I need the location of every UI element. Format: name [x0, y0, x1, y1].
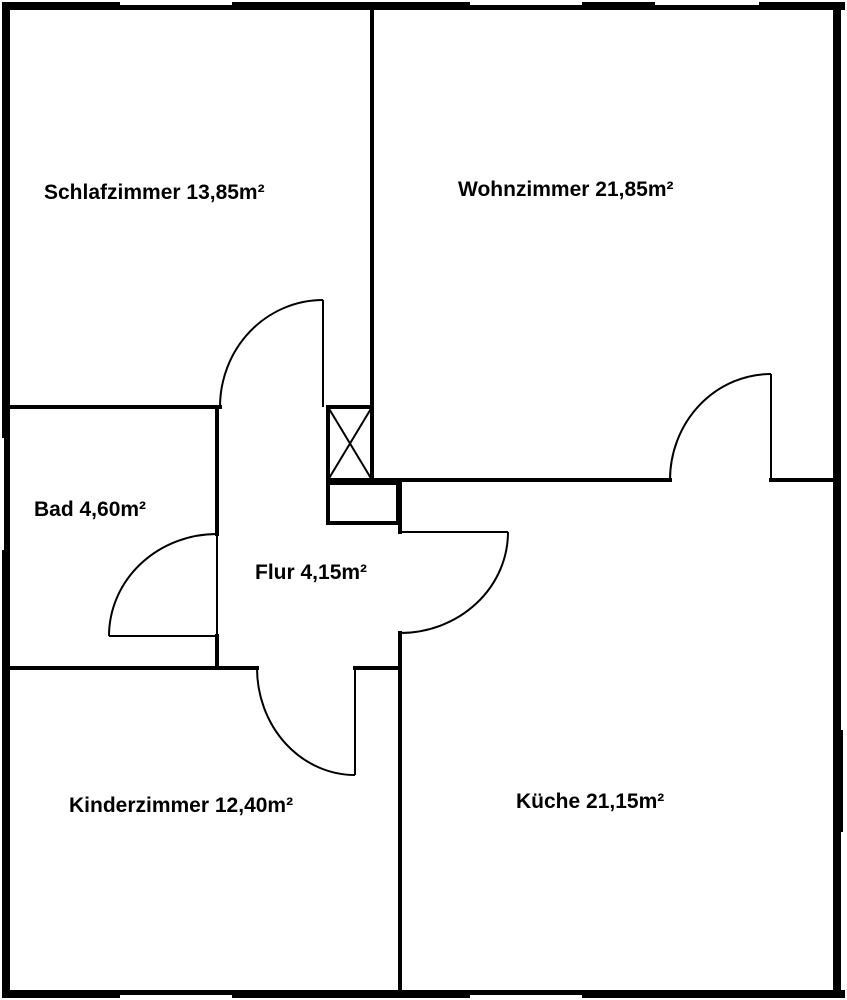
doors: [108, 299, 772, 776]
door-schlafzimmer: [219, 299, 324, 408]
window-top-center: [470, 0, 582, 5]
room-label-kueche: Küche 21,15m²: [516, 790, 664, 813]
door-kinderzimmer: [256, 667, 356, 776]
window-top-left: [120, 0, 232, 5]
window-bottom-right: [470, 995, 582, 1000]
window-right-kueche: [842, 730, 847, 832]
room-label-kinderzimmer: Kinderzimmer 12,40m²: [69, 794, 293, 817]
door-wohnzimmer: [669, 373, 772, 481]
room-label-wohnzimmer: Wohnzimmer 21,85m²: [458, 178, 674, 201]
window-left-bad: [0, 438, 5, 550]
door-bad: [108, 533, 218, 637]
room-label-flur: Flur 4,15m²: [255, 561, 367, 584]
room-label-bad: Bad 4,60m²: [34, 498, 146, 521]
window-bottom-left: [120, 995, 232, 1000]
chimney-shaft: [326, 405, 374, 482]
window-top-right: [655, 0, 759, 5]
storage-niche: [326, 481, 400, 525]
interior-walls: [8, 8, 839, 996]
door-kueche: [399, 531, 509, 634]
room-label-schlafzimmer: Schlafzimmer 13,85m²: [44, 181, 265, 204]
